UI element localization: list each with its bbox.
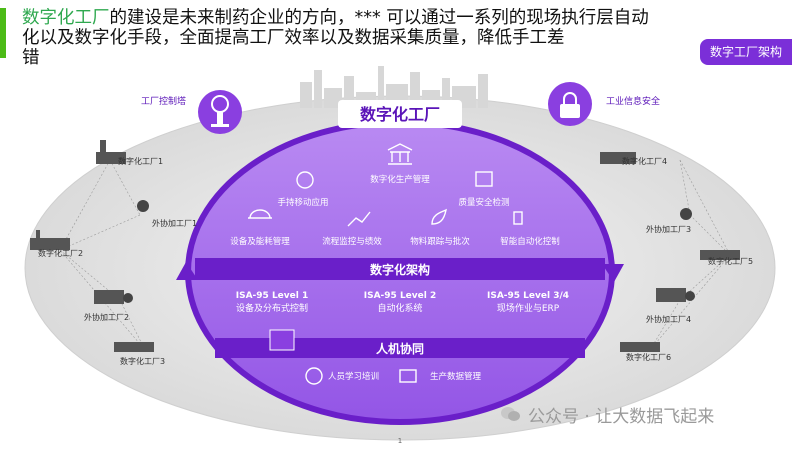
gear-icon — [680, 208, 692, 220]
factory-icon — [656, 288, 686, 302]
bottom-items: 人员学习培训 生产数据管理 — [305, 367, 482, 385]
satellites-right: 数字化工厂4 外协加工厂3 数字化工厂5 外协加工厂4 数字化工厂6 — [600, 152, 753, 362]
bottom-data-management: 生产数据管理 — [430, 371, 482, 382]
factory-icon — [700, 250, 740, 260]
app-quality: 质量安全检测 — [458, 197, 509, 208]
app-icons — [248, 143, 523, 227]
ring-arrow-left — [176, 262, 198, 280]
page-number: 1 — [398, 437, 402, 445]
satellite-right-3: 数字化工厂5 — [708, 256, 753, 266]
terminal-icon — [399, 369, 417, 383]
app-process-monitoring: 流程监控与绩效 — [322, 236, 382, 247]
gear-icon — [685, 291, 695, 301]
automation-icon — [513, 211, 523, 225]
level-3-title: ISA-95 Level 3/4 — [487, 291, 569, 301]
inspection-icon — [475, 171, 493, 187]
gear-icon — [123, 293, 133, 303]
band-collaboration — [215, 338, 585, 358]
control-tower: 工厂控制塔 — [141, 90, 242, 134]
gear-icon — [137, 200, 149, 212]
factory-icon — [96, 140, 126, 164]
app-digital-production: 数字化生产管理 — [370, 174, 430, 185]
app-smart-automation: 智能自动化控制 — [500, 236, 560, 247]
factory-icon — [30, 230, 70, 250]
mobile-icon — [296, 171, 314, 189]
satellite-left-3: 数字化工厂2 — [38, 248, 83, 258]
band-architecture-label: 数字化架构 — [370, 262, 430, 277]
leaf-icon — [431, 208, 447, 225]
headline-line3: 错 — [22, 48, 40, 68]
level-2-desc: 自动化系统 — [377, 302, 422, 314]
headline-line2: 化以及数字化手段，全面提高工厂效率以及数据采集质量，降低手工差 — [22, 28, 565, 48]
tower-label: 工厂控制塔 — [141, 95, 186, 107]
app-mobile: 手持移动应用 — [277, 197, 328, 208]
center-title-box — [338, 100, 462, 128]
satellites-left: 数字化工厂1 外协加工厂1 数字化工厂2 外协加工厂2 数字化工厂3 — [30, 140, 197, 366]
factory-icon — [620, 342, 660, 352]
level-1-title: ISA-95 Level 1 — [236, 291, 308, 301]
watermark: 公众号 · 让大数据飞起来 — [528, 407, 715, 427]
chart-icon — [347, 211, 371, 227]
ring-arrow-right — [602, 264, 624, 282]
level-2-title: ISA-95 Level 2 — [364, 291, 436, 301]
band-architecture — [195, 258, 605, 280]
center-title: 数字化工厂 — [360, 105, 440, 124]
collab-icon — [269, 329, 295, 351]
satellite-right-1: 数字化工厂4 — [622, 156, 667, 166]
security-label: 工业信息安全 — [606, 95, 660, 107]
level-1-desc: 设备及分布式控制 — [236, 302, 308, 314]
wechat-icon — [501, 407, 520, 421]
headline: 数字化工厂的建设是未来制药企业的方向，*** 可以通过一系列的现场执行层自动 化… — [22, 8, 722, 68]
factory-icon — [94, 290, 124, 304]
building-icon — [387, 143, 413, 165]
satellite-right-4: 外协加工厂4 — [646, 314, 691, 324]
satellite-right-2: 外协加工厂3 — [646, 224, 691, 234]
head-icon — [305, 367, 323, 385]
headline-green: 数字化工厂 — [22, 8, 110, 28]
factory-icon — [114, 342, 154, 352]
bottom-training: 人员学习培训 — [328, 371, 379, 382]
app-equipment-energy: 设备及能耗管理 — [230, 236, 290, 247]
security: 工业信息安全 — [548, 82, 660, 126]
helmet-icon — [248, 209, 272, 219]
satellite-left-4: 外协加工厂2 — [84, 312, 129, 322]
band-collaboration-label: 人机协同 — [376, 341, 424, 356]
app-material-tracking: 物料跟踪与批次 — [410, 236, 470, 247]
level-3-desc: 现场作业与ERP — [497, 302, 560, 314]
headline-rest: 的建设是未来制药企业的方向，*** 可以通过一系列的现场执行层自动 — [109, 8, 649, 28]
satellite-left-2: 外协加工厂1 — [152, 218, 197, 228]
architecture-tag: 数字工厂架构 — [700, 39, 792, 65]
satellite-right-5: 数字化工厂6 — [626, 352, 671, 362]
accent-bar — [0, 8, 6, 58]
factory-icon — [600, 152, 636, 164]
satellite-left-1: 数字化工厂1 — [118, 156, 163, 166]
satellite-left-5: 数字化工厂3 — [120, 356, 165, 366]
